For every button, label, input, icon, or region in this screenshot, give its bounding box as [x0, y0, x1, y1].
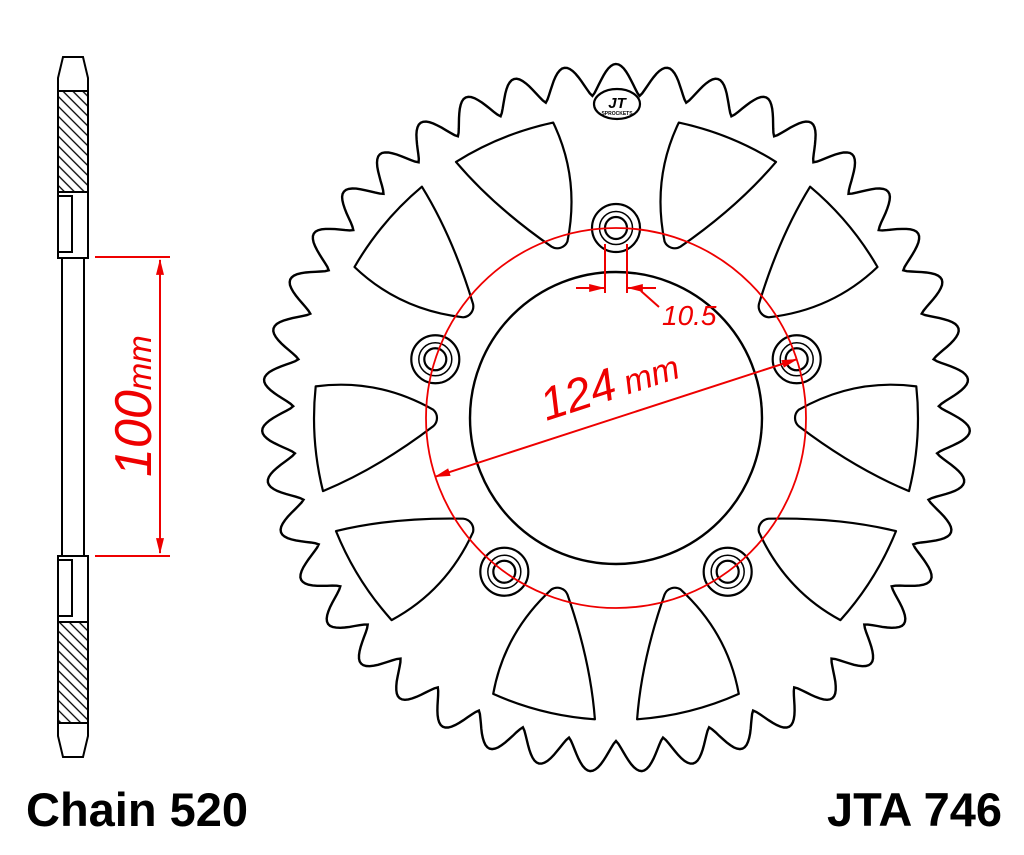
part-number-label: JTA 746 — [826, 783, 1002, 836]
height-value: 100 — [105, 390, 163, 477]
lightening-hole — [353, 185, 475, 319]
hole-diameter-label: 10.5 — [662, 300, 717, 331]
bolt-hole-chamfer — [710, 554, 745, 589]
jt-logo-text: JT — [608, 95, 627, 112]
height-dimension-label: 100mm — [105, 335, 163, 477]
height-unit: mm — [121, 335, 158, 390]
dimension-annotations — [95, 227, 807, 609]
hole-leader-line — [640, 290, 660, 308]
jt-logo-oval — [592, 87, 642, 121]
lightening-hole — [757, 517, 898, 622]
lightening-hole — [454, 121, 573, 250]
bolt-hole-chamfer — [487, 554, 522, 589]
jt-logo: JT SPROCKETS — [592, 87, 642, 121]
hatched-rim-bottom — [57, 621, 89, 724]
bolt-circle-dimension-line — [434, 358, 798, 478]
chain-size-label: Chain 520 — [26, 783, 249, 836]
bolt-circle — [425, 227, 807, 609]
jt-logo-subtext: SPROCKETS — [601, 111, 633, 117]
sprocket-side-view — [57, 56, 89, 758]
plate-section — [61, 257, 85, 557]
lightening-hole — [659, 121, 778, 250]
lightening-hole — [636, 586, 740, 721]
hub-notch-bottom — [57, 559, 73, 617]
tooth-section-top — [57, 56, 89, 92]
hub-notch-top — [57, 195, 73, 253]
lightening-hole — [757, 185, 879, 319]
tooth-section-bottom — [57, 722, 89, 758]
lightening-hole — [312, 383, 438, 493]
lightening-hole — [492, 586, 596, 721]
lightening-hole — [334, 517, 475, 622]
lightening-hole — [794, 383, 920, 493]
hatched-rim-top — [57, 90, 89, 193]
